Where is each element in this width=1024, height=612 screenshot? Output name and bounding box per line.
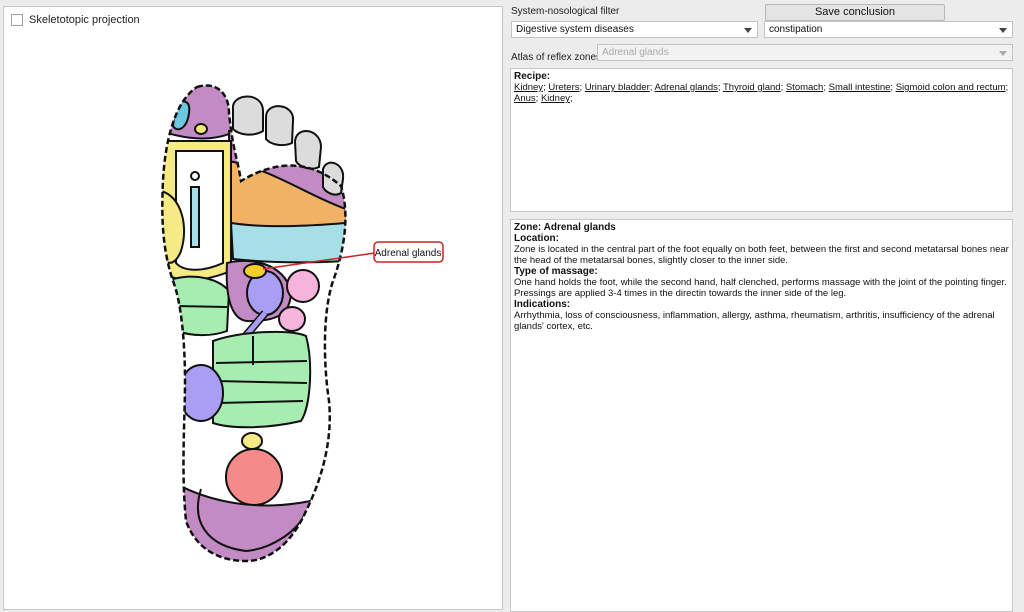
recipe-link[interactable]: Thyroid gland bbox=[723, 82, 781, 93]
location-text: Zone is located in the central part of t… bbox=[514, 244, 1009, 266]
massage-title: Type of massage: bbox=[514, 266, 598, 277]
atlas-combo[interactable]: Adrenal glands bbox=[597, 44, 1013, 61]
zone-small-dot bbox=[190, 171, 200, 181]
indications-text: Arrhythmia, loss of consciousness, infla… bbox=[514, 310, 995, 332]
system-combo[interactable]: Digestive system diseases bbox=[511, 21, 758, 38]
recipe-link[interactable]: Urinary bladder bbox=[584, 82, 650, 93]
toe-2 bbox=[231, 95, 264, 136]
recipe-title: Recipe: bbox=[514, 71, 551, 82]
callout-box bbox=[373, 241, 444, 263]
location-title: Location: bbox=[514, 233, 559, 244]
chevron-down-icon bbox=[999, 28, 1007, 33]
foot-reflex-map[interactable]: Adrenal glands bbox=[4, 7, 502, 609]
chevron-down-icon bbox=[999, 51, 1007, 56]
zone-info-panel: Zone: Adrenal glands Location: Zone is l… bbox=[510, 219, 1013, 612]
toe-3 bbox=[265, 105, 295, 147]
callout-line bbox=[262, 252, 376, 270]
recipe-link[interactable]: Stomach bbox=[785, 82, 824, 93]
atlas-combo-value: Adrenal glands bbox=[602, 47, 669, 58]
chevron-down-icon bbox=[744, 28, 752, 33]
zone-pink-lower bbox=[278, 306, 306, 332]
zone-pink-upper bbox=[286, 269, 320, 303]
zone-intestine bbox=[212, 330, 312, 429]
recipe-link[interactable]: Adrenal glands bbox=[654, 82, 718, 93]
recipe-link[interactable]: Small intestine bbox=[828, 82, 891, 93]
right-pane: System-nosological filter Save conclusio… bbox=[508, 0, 1024, 612]
zone-adrenal-gland bbox=[243, 263, 267, 279]
massage-text: One hand holds the foot, while the secon… bbox=[514, 277, 1007, 299]
foot-dashed-outline bbox=[161, 84, 347, 563]
zone-pituitary bbox=[194, 123, 208, 135]
toe-5 bbox=[322, 161, 345, 196]
indications-title: Indications: bbox=[514, 299, 571, 310]
foot-map-panel: Skeletotopic projection bbox=[3, 6, 503, 610]
recipe-list: Kidney; Ureters; Urinary bladder; Adrena… bbox=[514, 82, 1009, 104]
zone-shoulder bbox=[229, 221, 346, 264]
recipe-panel: Recipe: Kidney; Ureters; Urinary bladder… bbox=[510, 68, 1013, 212]
atlas-label: Atlas of reflex zones bbox=[511, 52, 602, 63]
skeletotopic-label: Skeletotopic projection bbox=[29, 14, 140, 26]
zone-heel-circle bbox=[225, 448, 283, 506]
recipe-link[interactable]: Anus bbox=[514, 93, 536, 104]
recipe-link[interactable]: Kidney bbox=[514, 82, 544, 93]
skeletotopic-checkbox-row[interactable]: Skeletotopic projection bbox=[11, 14, 140, 26]
system-combo-value: Digestive system diseases bbox=[516, 24, 634, 35]
zone-yellow-small bbox=[241, 432, 263, 450]
skeletotopic-checkbox[interactable] bbox=[11, 14, 23, 26]
condition-combo[interactable]: constipation bbox=[764, 21, 1013, 38]
recipe-link[interactable]: Sigmoid colon and rectum bbox=[895, 82, 1006, 93]
callout-label: Adrenal glands bbox=[375, 248, 442, 259]
toe-4 bbox=[293, 130, 323, 170]
recipe-link[interactable]: Kidney bbox=[540, 93, 570, 104]
zone-title: Zone: Adrenal glands bbox=[514, 222, 616, 233]
zone-spine-bar bbox=[190, 186, 200, 248]
zone-left-bulge bbox=[162, 189, 186, 264]
condition-combo-value: constipation bbox=[769, 24, 823, 35]
recipe-link[interactable]: Ureters bbox=[548, 82, 580, 93]
system-filter-label: System-nosological filter bbox=[511, 6, 620, 17]
save-conclusion-button[interactable]: Save conclusion bbox=[765, 4, 945, 21]
